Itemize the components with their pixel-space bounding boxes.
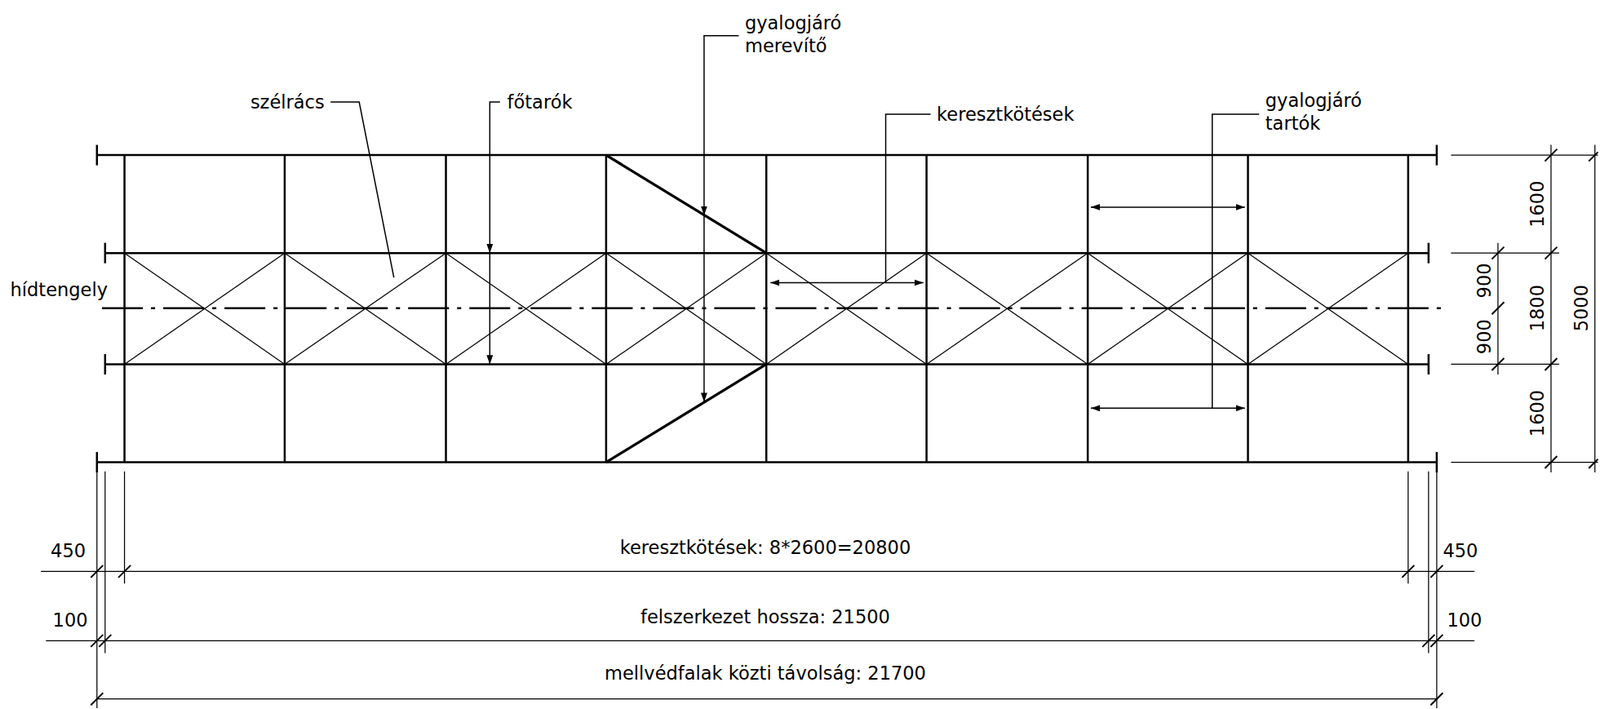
dimension-value: 100 bbox=[1446, 609, 1482, 632]
dimension-value: 1600 bbox=[1526, 390, 1549, 437]
dimension-value: 100 bbox=[53, 609, 89, 632]
dimension-value: 900 bbox=[1473, 262, 1496, 298]
dimension-value: 900 bbox=[1473, 319, 1496, 355]
dimension-value: 1800 bbox=[1526, 284, 1549, 332]
dimension-value: mellvédfalak közti távolság: 21700 bbox=[604, 662, 927, 685]
dimension-value: 5000 bbox=[1570, 284, 1593, 332]
dimension-value: keresztkötések: 8*2600=20800 bbox=[620, 536, 911, 559]
callout-label: gyalogjáró merevítő bbox=[744, 12, 842, 57]
callout-label: főtarók bbox=[507, 91, 573, 114]
dimension-value: 450 bbox=[1442, 540, 1478, 563]
callout-label: gyalogjáró tartók bbox=[1265, 89, 1362, 134]
dimension-value: felszerkezet hossza: 21500 bbox=[640, 606, 891, 629]
dimension-value: 1600 bbox=[1526, 180, 1549, 227]
callout-label: keresztkötések bbox=[936, 103, 1074, 126]
callout-label: szélrács bbox=[250, 91, 325, 114]
axis-label: hídtengely bbox=[10, 279, 108, 302]
dimension-value: 450 bbox=[50, 540, 86, 563]
